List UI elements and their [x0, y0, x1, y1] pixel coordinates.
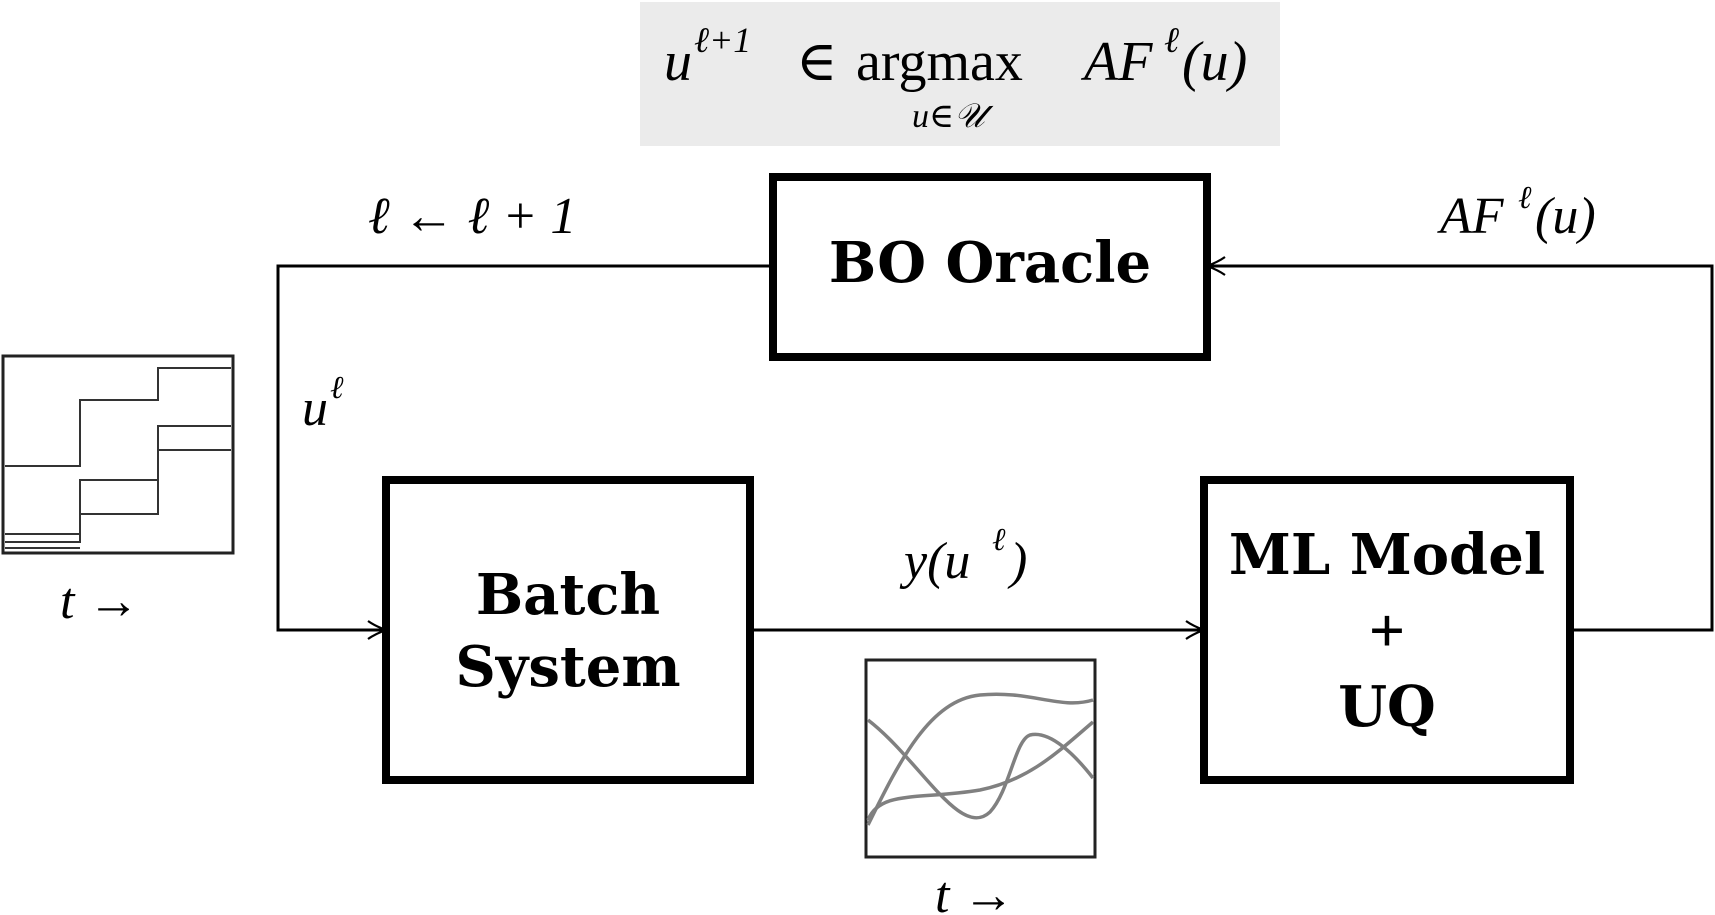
formula-background — [640, 2, 1280, 146]
output-trajectory-plot — [864, 658, 1097, 859]
acquisition-label: AF ℓ (u) — [1437, 179, 1596, 245]
acquisition-label-af: AF — [1437, 188, 1505, 245]
batch-system-label-line1: Batch — [476, 562, 660, 628]
output-label-close: ) — [1007, 533, 1027, 590]
input-step-curve-2 — [5, 449, 231, 543]
input-label: u ℓ — [302, 369, 344, 437]
iteration-update-label: ℓ ← ℓ + 1 — [368, 188, 576, 245]
ml-model-label-line2: + — [1369, 595, 1405, 666]
argmax-formula: u ℓ+1 ∈ argmax u∈𝒰 AF ℓ (u) — [664, 20, 1247, 135]
ml-model-label-line3: UQ — [1338, 674, 1436, 740]
input-label-superscript: ℓ — [330, 369, 344, 405]
formula-af-argument: (u) — [1182, 31, 1247, 93]
bo-oracle-label: BO Oracle — [829, 230, 1151, 296]
formula-element-of: ∈ — [796, 31, 837, 93]
input-time-axis-label: t → — [60, 573, 139, 630]
formula-subscript: u∈𝒰 — [912, 98, 994, 135]
acquisition-label-superscript: ℓ — [1518, 179, 1532, 215]
formula-superscript: ℓ+1 — [694, 20, 751, 60]
ml-model-label-line1: ML Model — [1229, 522, 1545, 588]
trajectory-curve-1 — [866, 692, 1094, 826]
batch-system-box — [382, 476, 754, 784]
input-step-curve-1 — [5, 367, 231, 467]
input-label-u: u — [302, 380, 328, 437]
acquisition-arrow-to-oracle — [1207, 266, 1714, 632]
trajectory-curve-3 — [866, 720, 1095, 821]
output-label: y(u ℓ ) — [899, 521, 1027, 590]
formula-af: AF — [1080, 31, 1153, 93]
output-trajectory-frame — [864, 658, 1097, 859]
batch-system-label-line2: System — [455, 634, 680, 700]
formula-u: u — [664, 31, 692, 93]
input-profile-plot — [1, 354, 235, 555]
output-time-axis-label: t → — [935, 867, 1014, 915]
formula-af-superscript: ℓ — [1164, 20, 1179, 60]
formula-argmax: argmax — [856, 31, 1023, 93]
feedback-arrow-to-batch — [276, 264, 773, 630]
output-label-y: y(u — [899, 533, 970, 590]
acquisition-label-argument: (u) — [1535, 188, 1596, 245]
input-profile-frame — [1, 354, 235, 555]
trajectory-curve-2 — [866, 718, 1095, 820]
input-step-curve-3 — [5, 425, 231, 535]
output-label-superscript: ℓ — [992, 521, 1006, 557]
